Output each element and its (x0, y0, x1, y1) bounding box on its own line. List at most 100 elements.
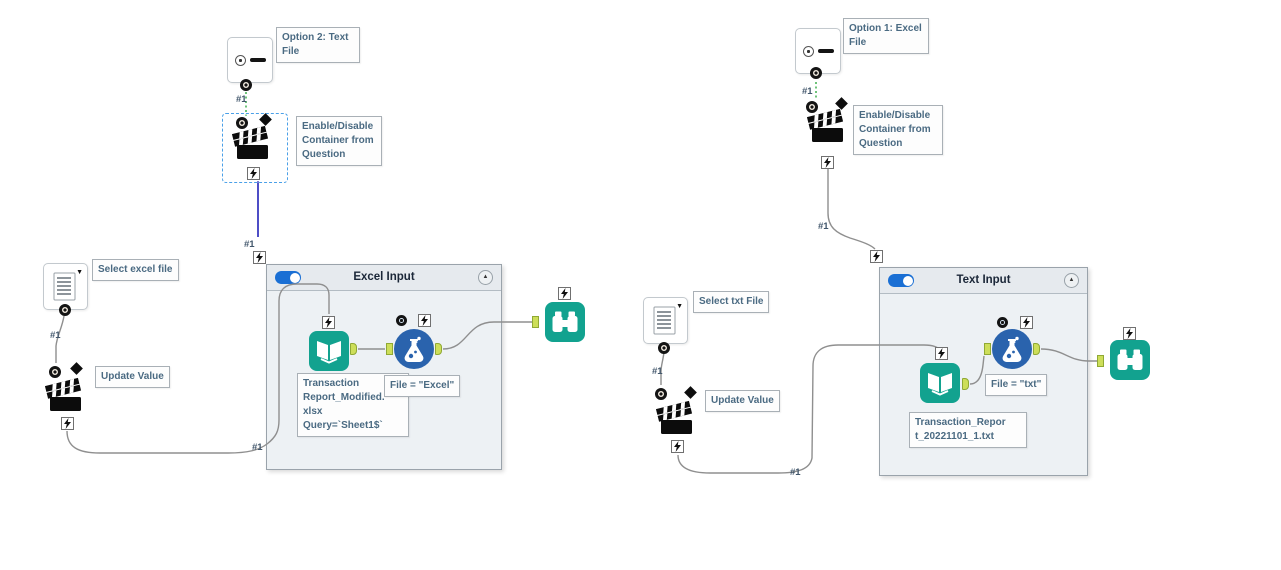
question-anchor[interactable] (997, 317, 1008, 328)
question-anchor[interactable] (396, 315, 407, 326)
wire-label: #1 (252, 442, 263, 453)
question-anchor[interactable] (59, 304, 71, 316)
input-data-tool[interactable] (309, 331, 349, 371)
tool-annotation[interactable]: Transaction_Repor t_20221101_1.txt (909, 412, 1027, 448)
action-output-anchor[interactable] (671, 440, 684, 453)
container-header[interactable]: Excel Input ▲ (267, 265, 501, 291)
action-tool[interactable] (231, 124, 277, 167)
action-output-anchor[interactable] (821, 156, 834, 169)
tool-comment[interactable]: Select excel file (92, 259, 179, 281)
input-anchor[interactable] (984, 343, 991, 355)
toggle-knob (902, 275, 913, 286)
wire-update-to-input-right[interactable] (677, 344, 942, 474)
action-tool[interactable] (655, 399, 701, 442)
question-anchor[interactable] (49, 366, 61, 378)
wire-file-to-update-right[interactable] (660, 351, 665, 385)
file-browse-tool[interactable]: ▼ (43, 263, 88, 310)
flask-icon (404, 336, 424, 362)
container-control-anchor[interactable] (870, 250, 883, 263)
container-enabled-toggle[interactable] (275, 271, 301, 284)
open-book-icon (317, 341, 341, 364)
input-anchor[interactable] (1097, 355, 1104, 367)
question-anchor[interactable] (806, 101, 818, 113)
container-enabled-toggle[interactable] (888, 274, 914, 287)
wire-formula-to-browse-left[interactable] (442, 321, 532, 350)
wire-label: #1 (652, 366, 663, 377)
action-output-anchor[interactable] (61, 417, 74, 430)
wire-formula-to-browse-right[interactable] (1040, 348, 1097, 362)
clapperboard-icon (806, 108, 844, 142)
output-anchor[interactable] (1033, 343, 1040, 355)
collapse-button[interactable]: ▲ (478, 270, 493, 285)
output-anchor[interactable] (435, 343, 442, 355)
wire-action-to-container-right[interactable] (827, 169, 876, 250)
action-input-anchor[interactable] (418, 314, 431, 327)
input-anchor[interactable] (532, 316, 539, 328)
wire-label: #1 (802, 86, 813, 97)
radio-dash-icon (817, 49, 834, 53)
lightning-icon (1126, 328, 1133, 339)
container-control-anchor[interactable] (253, 251, 266, 264)
wire-update-to-input-left[interactable] (66, 283, 330, 454)
wire-file-to-update-left[interactable] (55, 315, 65, 363)
formula-tool[interactable] (394, 329, 434, 369)
tool-annotation[interactable]: File = "Excel" (384, 375, 461, 397)
lightning-icon (674, 441, 681, 452)
wire-label: #1 (818, 221, 829, 232)
radio-option-icon (802, 45, 814, 57)
action-input-anchor[interactable] (1123, 327, 1136, 340)
container-title: Text Input (956, 274, 1011, 286)
action-input-anchor[interactable] (558, 287, 571, 300)
wire-label: #1 (244, 239, 255, 250)
lightning-icon (325, 317, 332, 328)
question-anchor[interactable] (655, 388, 667, 400)
lightning-icon (421, 315, 428, 326)
browse-tool[interactable] (1110, 340, 1150, 380)
tool-comment[interactable]: Update Value (705, 390, 780, 412)
output-anchor[interactable] (350, 343, 357, 355)
question-anchor[interactable] (810, 67, 822, 79)
radio-button-tool[interactable] (795, 28, 841, 74)
container-title: Excel Input (353, 271, 415, 283)
question-anchor[interactable] (240, 79, 252, 91)
action-tool[interactable] (806, 107, 852, 150)
clapperboard-icon (44, 377, 82, 411)
action-tool[interactable] (44, 376, 90, 419)
collapse-button[interactable]: ▲ (1064, 273, 1079, 288)
input-anchor[interactable] (386, 343, 393, 355)
input-data-tool[interactable] (920, 363, 960, 403)
action-input-anchor[interactable] (1020, 316, 1033, 329)
wire-input-to-formula-right[interactable] (969, 355, 985, 385)
tool-comment[interactable]: Update Value (95, 366, 170, 388)
clapperboard-icon (655, 400, 693, 434)
browse-tool[interactable] (545, 302, 585, 342)
question-anchor[interactable] (658, 342, 670, 354)
action-output-anchor[interactable] (247, 167, 260, 180)
tool-comment[interactable]: Select txt File (693, 291, 770, 313)
tool-comment[interactable]: Option 2: Text File (276, 27, 360, 63)
dropdown-triangle-icon: ▼ (676, 303, 683, 310)
clapperboard-icon (231, 125, 269, 159)
lightning-icon (64, 418, 71, 429)
flask-icon (1002, 336, 1022, 362)
formula-tool[interactable] (992, 329, 1032, 369)
dropdown-triangle-icon: ▼ (76, 269, 83, 276)
open-book-icon (928, 373, 952, 396)
output-anchor[interactable] (962, 378, 969, 390)
container-header[interactable]: Text Input ▲ (880, 268, 1087, 294)
lightning-icon (1023, 317, 1030, 328)
tool-annotation[interactable]: File = "txt" (985, 374, 1048, 396)
lightning-icon (938, 348, 945, 359)
radio-button-tool[interactable] (227, 37, 273, 83)
question-anchor[interactable] (236, 117, 248, 129)
wire-label: #1 (236, 94, 247, 105)
tool-comment[interactable]: Enable/Disable Container from Question (853, 105, 943, 155)
tool-comment[interactable]: Enable/Disable Container from Question (296, 116, 382, 166)
action-input-anchor[interactable] (935, 347, 948, 360)
tool-comment[interactable]: Option 1: Excel File (843, 18, 929, 54)
radio-option-icon (234, 54, 246, 66)
file-browse-tool[interactable]: ▼ (643, 297, 688, 344)
action-input-anchor[interactable] (322, 316, 335, 329)
